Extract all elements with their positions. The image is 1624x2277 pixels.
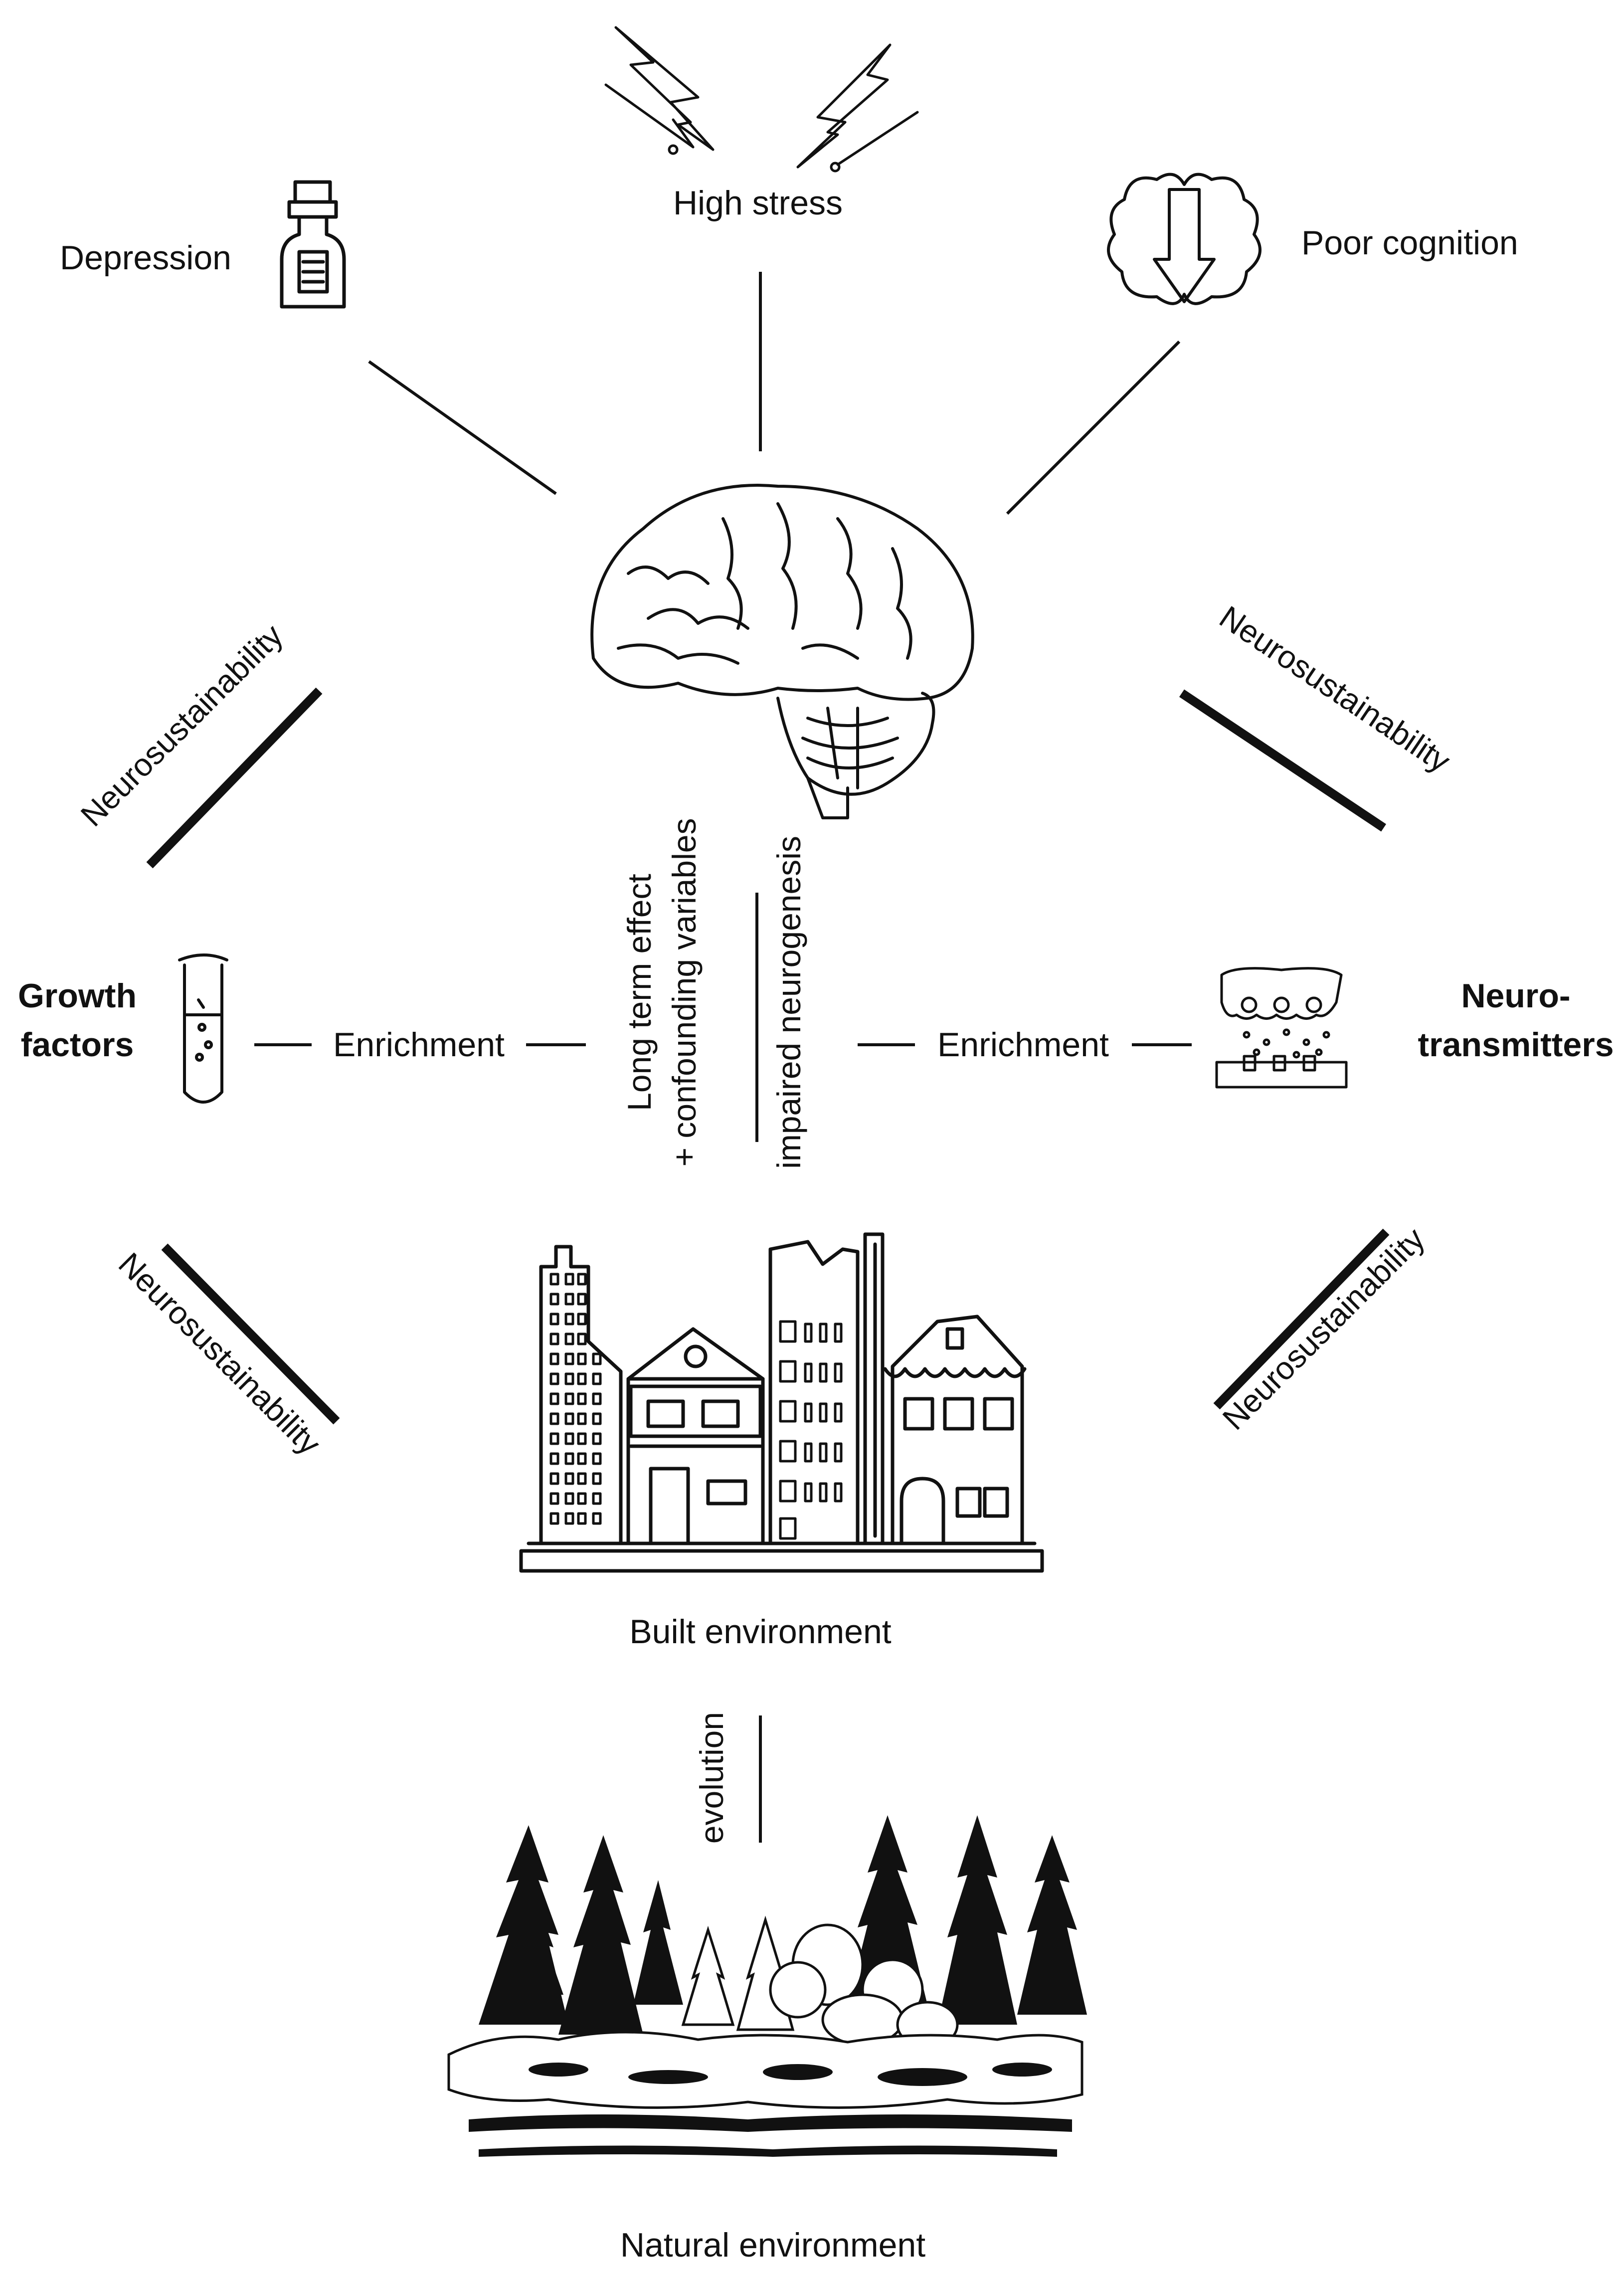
- synapse-icon: [1215, 967, 1348, 1089]
- label-built-environment: Built environment: [629, 1613, 891, 1651]
- bar-neuro-upper-right: [1179, 689, 1386, 832]
- label-long-term-2: + confounding variables: [666, 818, 703, 1167]
- label-high-stress: High stress: [673, 184, 843, 222]
- label-poor-cognition: Poor cognition: [1301, 224, 1518, 262]
- brain-icon: [590, 484, 974, 819]
- label-impaired-neurogenesis: impaired neurogenesis: [770, 836, 807, 1169]
- label-enrichment-right: Enrichment: [937, 1026, 1109, 1064]
- bar-neuro-upper-left: [146, 687, 323, 869]
- test-tube-icon: [178, 953, 228, 1104]
- label-neuro-lower-right: Neurosustainability: [1216, 1221, 1432, 1437]
- brain-down-arrow-icon: [1107, 173, 1262, 305]
- city-buildings-icon: [519, 1232, 1044, 1573]
- label-neuro-upper-right: Neurosustainability: [1213, 599, 1457, 779]
- line-depression-brain: [368, 360, 557, 495]
- label-depression: Depression: [60, 239, 231, 277]
- label-neurotransmitters-2: transmitters: [1418, 1026, 1614, 1064]
- lightning-icon: [604, 26, 919, 173]
- label-long-term-1: Long term effect: [621, 874, 658, 1111]
- label-enrichment-left: Enrichment: [333, 1026, 505, 1064]
- label-growth-factors-2: factors: [21, 1026, 134, 1064]
- label-neurotransmitters-1: Neuro-: [1461, 977, 1570, 1015]
- label-evolution: evolution: [693, 1712, 730, 1844]
- bar-neuro-lower-left: [161, 1243, 340, 1425]
- label-neuro-lower-left: Neurosustainability: [112, 1246, 328, 1462]
- line-cognition-brain: [1006, 340, 1181, 515]
- medicine-bottle-icon: [280, 180, 346, 309]
- label-neuro-upper-left: Neurosustainability: [74, 617, 290, 833]
- label-natural-environment: Natural environment: [620, 2226, 925, 2264]
- forest-landscape-icon: [447, 1815, 1087, 2157]
- bar-neuro-lower-right: [1213, 1228, 1390, 1410]
- label-growth-factors-1: Growth: [18, 977, 137, 1015]
